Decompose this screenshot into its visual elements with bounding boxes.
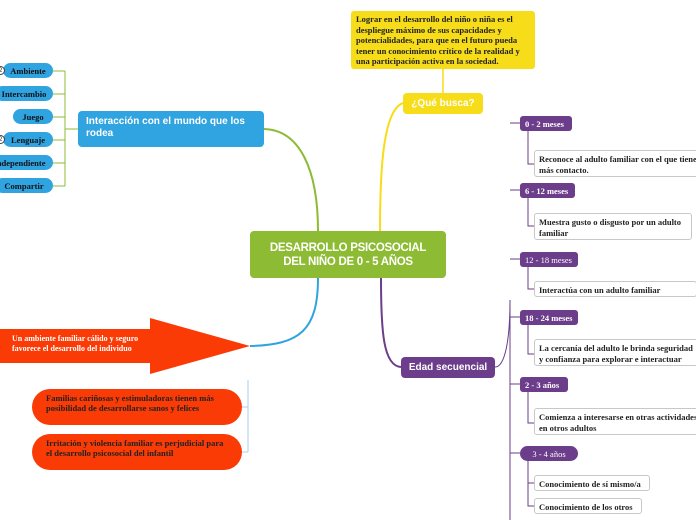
link-blue <box>263 128 319 232</box>
topic-lenguaje[interactable]: Lenguaje <box>3 132 53 147</box>
link-purple <box>380 277 402 368</box>
stage-detail[interactable]: La cercanía del adulto le brinda segurid… <box>534 339 696 366</box>
topic-juego[interactable]: Juego <box>13 109 53 124</box>
topic-compartir[interactable]: Compartir <box>0 178 53 193</box>
stage-detail[interactable]: Muestra gusto o disgusto por un adulto f… <box>534 213 692 240</box>
topic-familias-carinosas[interactable]: Familias cariñosas y estimuladoras tiene… <box>32 389 242 425</box>
topic-label: Ambiente <box>10 65 46 76</box>
count-badge[interactable]: 2 <box>0 135 5 144</box>
stage-detail[interactable]: Conocimiento de los otros <box>534 498 642 514</box>
branch-que-busca[interactable]: ¿Qué busca? <box>403 93 483 114</box>
note-objetivo[interactable]: Lograr en el desarrollo del niño o niña … <box>351 11 535 69</box>
link-yellow <box>379 102 404 232</box>
stage-age[interactable]: 3 - 4 años <box>520 446 578 461</box>
link-red <box>249 277 319 347</box>
central-topic[interactable]: DESARROLLO PSICOSOCIAL DEL NIÑO DE 0 - 5… <box>250 231 446 278</box>
stage-detail[interactable]: Reconoce al adulto familiar con el que t… <box>534 150 696 177</box>
count-badge[interactable]: 2 <box>0 66 5 75</box>
stage-age[interactable]: 2 - 3 años <box>520 377 568 392</box>
topic-label: Juego <box>22 111 44 122</box>
stage-age[interactable]: 6 - 12 meses <box>520 183 575 198</box>
topic-label: Lenguaje <box>11 134 45 145</box>
topic-label: Independiente <box>0 157 46 168</box>
branch-ambiente-familiar[interactable]: Un ambiente familiar cálido y seguro fav… <box>12 334 139 353</box>
topic-independiente[interactable]: Independiente <box>0 155 53 170</box>
topic-label: Intercambio <box>1 88 47 99</box>
stage-detail[interactable]: Interactúa con un adulto familiar <box>534 281 696 297</box>
stage-age[interactable]: 12 - 18 meses <box>520 252 578 267</box>
stage-detail[interactable]: Comienza a interesarse en otras activida… <box>534 408 696 435</box>
topic-intercambio[interactable]: Intercambio <box>0 86 53 101</box>
stage-age[interactable]: 0 - 2 meses <box>520 116 572 131</box>
branch-edad-secuencial[interactable]: Edad secuencial <box>401 357 495 378</box>
topic-label: Compartir <box>4 180 44 191</box>
stage-age[interactable]: 18 - 24 meses <box>520 310 578 325</box>
topic-irritacion-violencia[interactable]: Irritación y violencia familiar es perju… <box>32 434 242 470</box>
topic-ambiente[interactable]: Ambiente <box>3 63 53 78</box>
branch-interaccion[interactable]: Interacción con el mundo que los rodea <box>78 111 264 147</box>
stage-detail[interactable]: Conocimiento de sí mismo/a <box>534 475 650 491</box>
red-arrow-shape <box>0 318 250 374</box>
